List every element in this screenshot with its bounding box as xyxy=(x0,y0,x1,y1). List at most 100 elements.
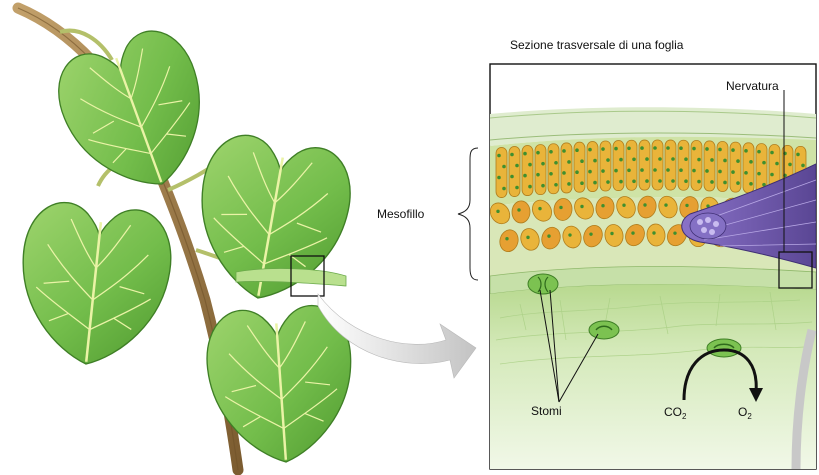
chloroplast xyxy=(731,148,735,152)
chloroplast xyxy=(536,151,540,155)
chloroplast xyxy=(510,175,514,179)
chloroplast xyxy=(601,169,605,173)
chloroplast xyxy=(589,232,592,235)
chloroplast xyxy=(770,151,774,155)
chloroplast xyxy=(593,159,597,163)
chloroplast xyxy=(723,181,727,185)
stoma xyxy=(707,339,741,357)
chloroplast xyxy=(526,236,529,239)
chloroplast xyxy=(502,187,506,191)
chloroplast xyxy=(671,179,675,183)
chloroplast xyxy=(515,186,519,190)
chloroplast xyxy=(705,147,709,151)
chloroplast xyxy=(559,206,562,209)
chloroplast xyxy=(658,157,662,161)
chloroplast xyxy=(679,168,683,172)
chloroplast xyxy=(528,185,532,189)
spongy-cell xyxy=(512,201,531,224)
chloroplast xyxy=(718,170,722,174)
chloroplast xyxy=(666,146,670,150)
chloroplast xyxy=(601,204,604,207)
chloroplast xyxy=(697,180,701,184)
o2-subscript: 2 xyxy=(747,412,751,421)
chloroplast xyxy=(749,182,753,186)
chloroplast xyxy=(770,173,774,177)
chloroplast xyxy=(692,169,696,173)
chloroplast xyxy=(664,203,667,206)
chloroplast xyxy=(692,147,696,151)
chloroplast xyxy=(541,184,545,188)
chloroplast xyxy=(568,233,571,236)
chloroplast xyxy=(567,182,571,186)
chloroplast xyxy=(697,158,701,162)
chloroplast xyxy=(562,149,566,153)
chloroplast xyxy=(718,148,722,152)
chloroplast xyxy=(640,146,644,150)
chloroplast xyxy=(679,146,683,150)
chloroplast xyxy=(673,231,676,234)
chloroplast xyxy=(653,168,657,172)
chloroplast xyxy=(536,173,540,177)
chloroplast xyxy=(567,160,571,164)
mesophyll-label: Mesofillo xyxy=(377,207,424,221)
chloroplast xyxy=(554,183,558,187)
chloroplast xyxy=(575,170,579,174)
chloroplast xyxy=(538,207,541,210)
chloroplast xyxy=(736,159,740,163)
branch-with-leaves xyxy=(13,8,358,470)
chloroplast xyxy=(749,160,753,164)
chloroplast xyxy=(684,157,688,161)
chloroplast xyxy=(710,158,714,162)
chloroplast xyxy=(632,157,636,161)
chloroplast xyxy=(775,162,779,166)
chloroplast xyxy=(575,148,579,152)
chloroplast xyxy=(788,163,792,167)
chloroplast xyxy=(497,154,501,158)
vein-label: Nervatura xyxy=(726,79,779,93)
chloroplast xyxy=(757,150,761,154)
chloroplast xyxy=(515,164,519,168)
chloroplast xyxy=(643,203,646,206)
chloroplast xyxy=(523,174,527,178)
chloroplast xyxy=(601,147,605,151)
chloroplast xyxy=(796,153,800,157)
chloroplast xyxy=(549,172,553,176)
chloroplast xyxy=(645,179,649,183)
chloroplast xyxy=(588,148,592,152)
chloroplast xyxy=(523,152,527,156)
section-title: Sezione trasversale di una foglia xyxy=(510,38,683,52)
chloroplast xyxy=(528,163,532,167)
chloroplast xyxy=(580,159,584,163)
chloroplast xyxy=(652,231,655,234)
o2-label: O2 xyxy=(738,405,752,419)
chloroplast xyxy=(736,181,740,185)
chloroplast xyxy=(588,170,592,174)
chloroplast xyxy=(723,159,727,163)
co2-subscript: 2 xyxy=(682,412,686,421)
chloroplast xyxy=(614,147,618,151)
chloroplast xyxy=(549,150,553,154)
chloroplast xyxy=(580,181,584,185)
chloroplast xyxy=(632,179,636,183)
chloroplast xyxy=(653,146,657,150)
stoma xyxy=(528,274,558,294)
chloroplast xyxy=(627,146,631,150)
chloroplast xyxy=(614,169,618,173)
co2-label: CO2 xyxy=(664,405,686,419)
leaf xyxy=(13,199,176,372)
chloroplast xyxy=(762,161,766,165)
chloroplast xyxy=(705,169,709,173)
chloroplast xyxy=(554,161,558,165)
chloroplast xyxy=(685,204,688,207)
chloroplast xyxy=(580,205,583,208)
stoma xyxy=(589,321,619,339)
chloroplast xyxy=(593,181,597,185)
chloroplast xyxy=(744,171,748,175)
chloroplast xyxy=(622,204,625,207)
chloroplast xyxy=(510,153,514,157)
chloroplast xyxy=(610,232,613,235)
chloroplast xyxy=(606,158,610,162)
chloroplast xyxy=(562,171,566,175)
chloroplast xyxy=(744,149,748,153)
